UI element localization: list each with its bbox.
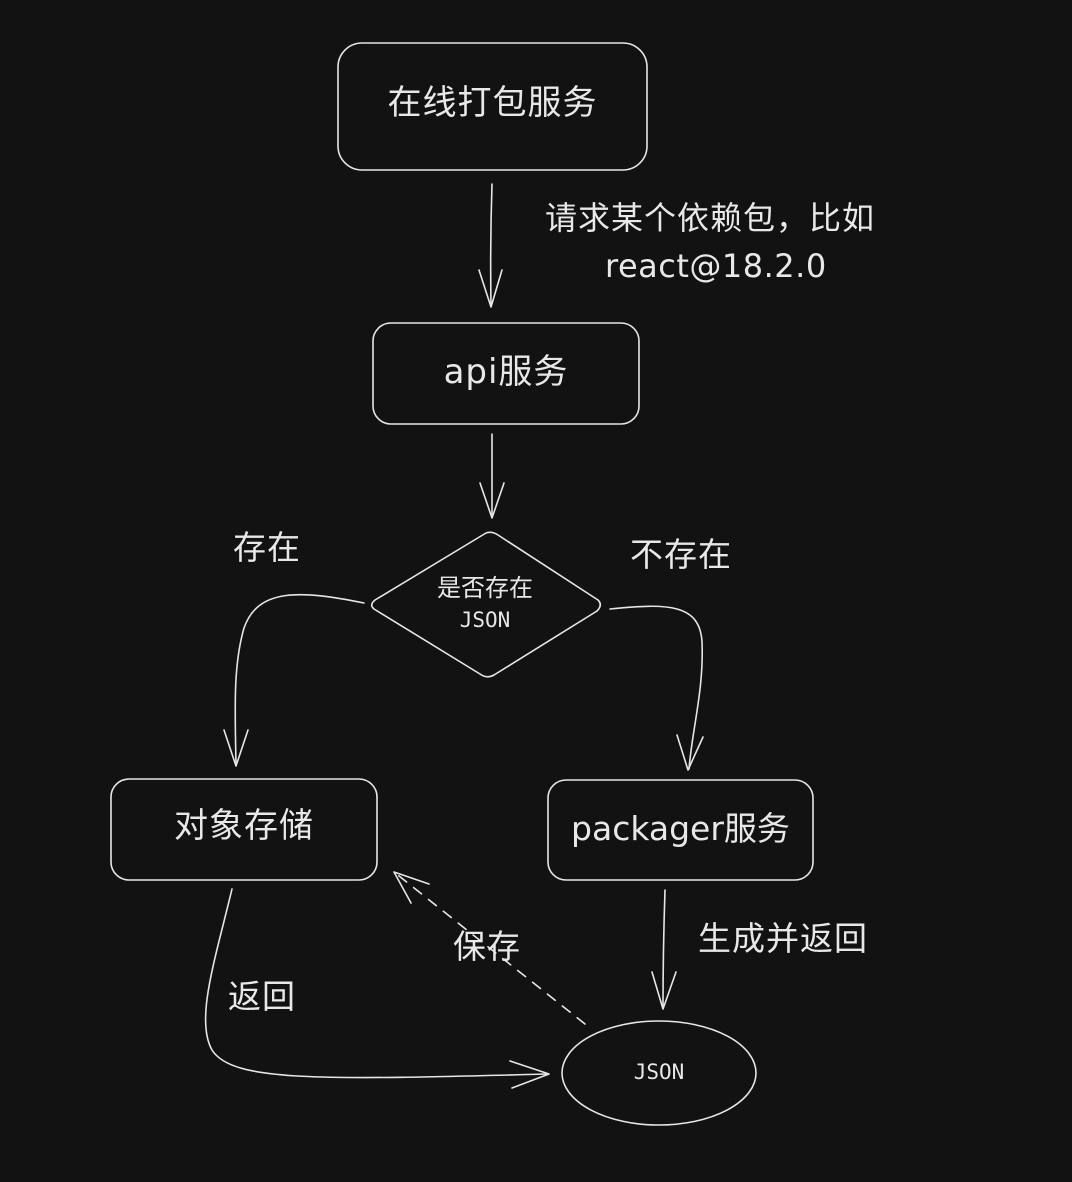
request-label-line1: 请求某个依赖包，比如 (545, 199, 876, 237)
json-ellipse (561, 1020, 757, 1126)
not-exists-label: 不存在 (630, 535, 732, 574)
decision-diamond (370, 531, 602, 678)
exists-label: 存在 (233, 528, 301, 567)
object-storage-box (110, 778, 378, 881)
decision-label-line2: JSON (459, 608, 511, 632)
arrow-packager-to-json (651, 889, 677, 1010)
generate-and-return-label: 生成并返回 (698, 919, 868, 958)
json-ellipse-label: JSON (633, 1060, 685, 1084)
arrow-decision-to-packager (609, 605, 704, 771)
save-label: 保存 (453, 927, 521, 966)
dashed-arrow-json-to-object-storage (393, 871, 586, 1025)
online-bundle-service-label: 在线打包服务 (387, 83, 598, 123)
online-bundle-service-box (337, 42, 648, 171)
arrow-object-storage-to-json (204, 888, 550, 1089)
packager-service-label: packager服务 (571, 809, 790, 848)
arrow-api-to-decision (479, 433, 505, 519)
decision-label-line1: 是否存在 (437, 574, 533, 602)
api-service-label: api服务 (443, 352, 569, 392)
packager-service-box (547, 779, 814, 881)
api-service-box (372, 322, 640, 425)
return-label: 返回 (228, 977, 296, 1016)
arrow-online-to-api (478, 183, 503, 308)
request-label-line2: react@18.2.0 (605, 247, 827, 285)
object-storage-label: 对象存储 (174, 806, 314, 846)
arrow-decision-to-object-storage (223, 593, 365, 767)
